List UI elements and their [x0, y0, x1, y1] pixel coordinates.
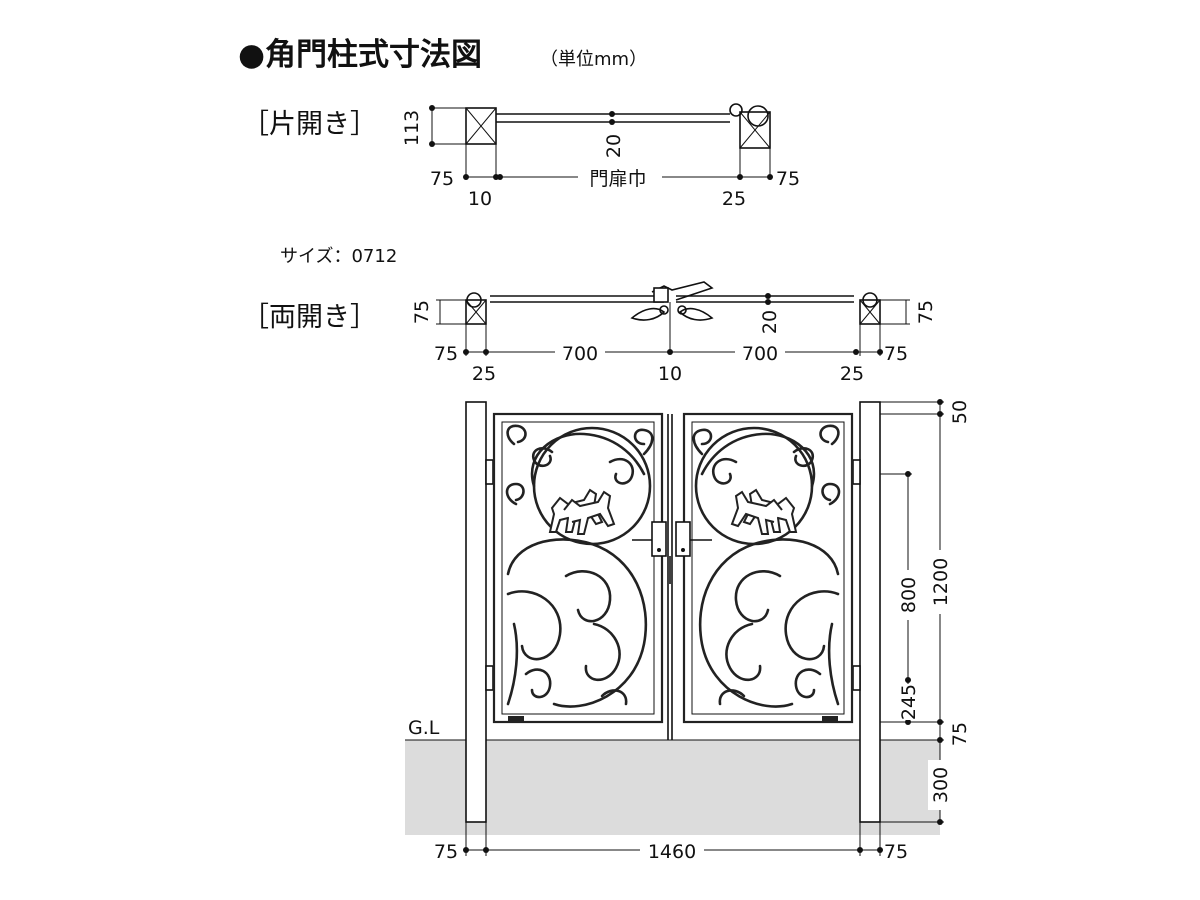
- dim-single-door-width: 門扉巾: [589, 168, 646, 190]
- dim-elev-top-post: 50: [949, 400, 971, 424]
- single-swing-plan: [429, 103, 773, 189]
- dim-elev-embed-depth: 300: [930, 767, 952, 803]
- dim-elev-gate-height: 1200: [930, 558, 952, 606]
- dim-single-post-right: 75: [776, 168, 800, 190]
- dim-single-rail-depth: 20: [603, 134, 625, 158]
- latch-right: [675, 521, 691, 557]
- dim-plan-post-depth-left: 75: [411, 300, 433, 324]
- double-swing-plan: [436, 281, 910, 364]
- dim-single-post-left: 75: [430, 168, 454, 190]
- dim-plan-center-gap: 10: [658, 363, 682, 385]
- ground-line-label: G.L: [408, 717, 440, 739]
- dim-plan-rail-depth: 20: [759, 310, 781, 334]
- dim-elev-post-left: 75: [434, 841, 458, 863]
- dim-single-gap-right: 25: [722, 188, 746, 210]
- dim-plan-post-right: 75: [884, 343, 908, 365]
- ground-area: [405, 740, 940, 835]
- double-swing-label: ［両開き］: [242, 302, 377, 333]
- right-gate-leaf: [682, 412, 854, 724]
- dim-plan-post-depth-right: 75: [915, 300, 937, 324]
- dim-single-post-depth: 113: [401, 110, 423, 146]
- dim-elev-ground-clearance: 75: [949, 722, 971, 746]
- left-gate-leaf: [492, 412, 664, 724]
- dim-plan-door-right: 700: [742, 343, 778, 365]
- single-swing-label: ［片開き］: [242, 109, 377, 140]
- elevation-right-post: [859, 401, 881, 823]
- drawing-title: ●角門柱式寸法図: [238, 37, 482, 73]
- unit-note: （単位mm）: [540, 49, 647, 70]
- elevation-left-post: [465, 401, 487, 823]
- double-swing-elevation: [405, 399, 952, 862]
- size-label: サイズ：0712: [280, 246, 397, 267]
- dim-plan-post-left: 75: [434, 343, 458, 365]
- dim-elev-bottom-gap: 245: [898, 684, 920, 720]
- dim-plan-gap-left: 25: [472, 363, 496, 385]
- latch-left: [651, 521, 667, 557]
- dim-plan-door-left: 700: [562, 343, 598, 365]
- dim-elev-total-width: 1460: [648, 841, 696, 863]
- dim-elev-handle-height: 800: [898, 577, 920, 613]
- dim-elev-post-right: 75: [884, 841, 908, 863]
- dim-plan-gap-right: 25: [840, 363, 864, 385]
- dim-single-gap-left: 10: [468, 188, 492, 210]
